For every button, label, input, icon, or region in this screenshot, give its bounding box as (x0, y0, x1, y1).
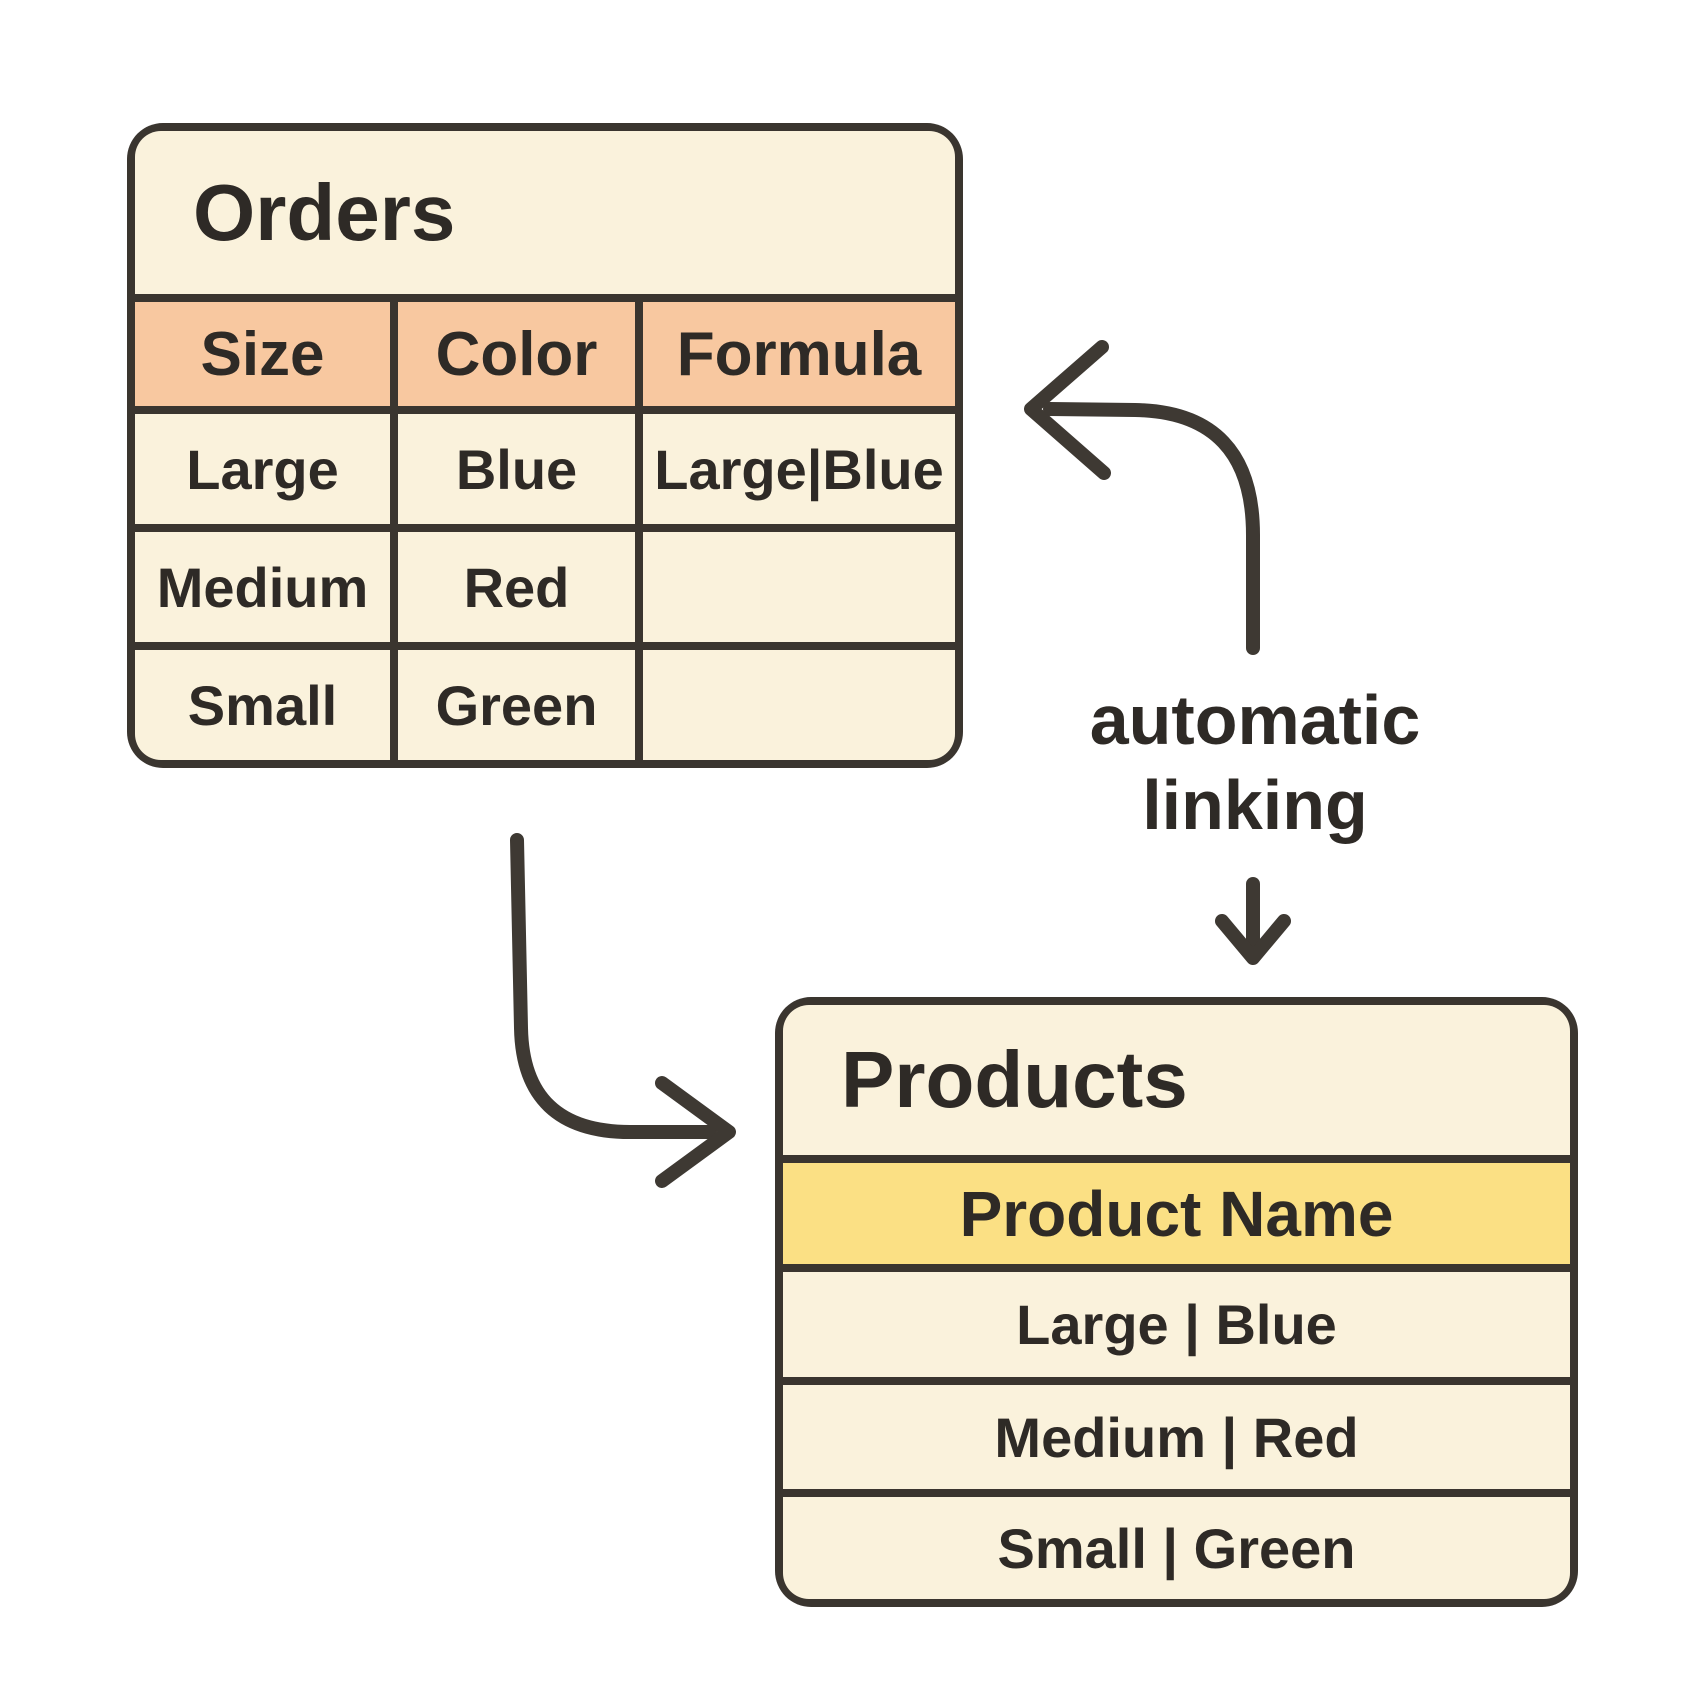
curved-arrow-left-to-orders-icon (1024, 340, 1260, 655)
automatic-linking-label: automatic linking (955, 678, 1555, 848)
down-arrow-to-products-icon (1215, 877, 1291, 965)
orders-table: Orders Size Color Formula Large Blue Lar… (127, 123, 963, 768)
products-row-2: Medium | Red (783, 1385, 1570, 1489)
curved-arrow-orders-to-products-icon (510, 833, 736, 1188)
orders-header-formula: Formula (643, 302, 955, 406)
products-header-product-name: Product Name (783, 1163, 1570, 1264)
orders-cell-formula-2 (643, 532, 955, 642)
orders-header-size: Size (135, 302, 390, 406)
orders-cell-size-2: Medium (135, 532, 390, 642)
orders-cell-formula-1: Large|Blue (643, 414, 955, 524)
orders-table-title: Orders (135, 131, 955, 294)
products-row-1: Large | Blue (783, 1272, 1570, 1377)
products-row-3: Small | Green (783, 1497, 1570, 1599)
orders-cell-color-2: Red (398, 532, 635, 642)
orders-cell-color-1: Blue (398, 414, 635, 524)
automatic-linking-line1: automatic (1089, 681, 1421, 759)
automatic-linking-line2: linking (1142, 766, 1368, 844)
orders-cell-color-3: Green (398, 650, 635, 760)
orders-cell-formula-3 (643, 650, 955, 760)
orders-cell-size-1: Large (135, 414, 390, 524)
orders-header-color: Color (398, 302, 635, 406)
orders-cell-size-3: Small (135, 650, 390, 760)
products-table-title: Products (783, 1005, 1570, 1155)
products-table: Products Product Name Large | Blue Mediu… (775, 997, 1578, 1607)
